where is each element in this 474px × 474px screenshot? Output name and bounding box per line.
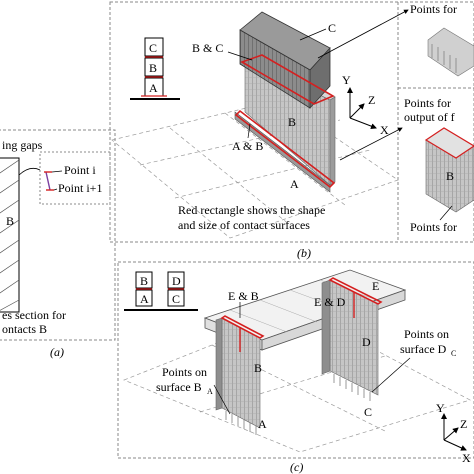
gap-segment bbox=[45, 171, 51, 191]
inset-top-text: Points for bbox=[410, 2, 457, 16]
stack-c-c: C bbox=[172, 292, 180, 306]
label-ed: E & D bbox=[314, 295, 346, 309]
leader-line bbox=[18, 167, 41, 176]
stack-icon-c: B A D C bbox=[124, 271, 198, 311]
inset-b-label: B bbox=[446, 169, 454, 183]
points-dc-line-2: surface D bbox=[400, 342, 447, 356]
contact-ab bbox=[234, 109, 336, 189]
block-b-label: B bbox=[6, 214, 14, 228]
axis-z-c: Z bbox=[460, 417, 467, 431]
stack-c-d: D bbox=[172, 274, 181, 288]
label-c-c: C bbox=[364, 405, 372, 419]
label-b-c: B bbox=[254, 361, 262, 375]
stack-b-b: B bbox=[149, 61, 157, 75]
label-bc: B & C bbox=[192, 41, 223, 55]
label-d-c: D bbox=[362, 335, 371, 349]
point-i1-leader bbox=[53, 188, 58, 191]
point-i-leader bbox=[51, 170, 63, 173]
inset-bottom-text: Points for bbox=[410, 220, 457, 234]
section-block bbox=[0, 157, 20, 313]
stack-icon-b: C B A bbox=[130, 37, 180, 100]
arrow-to-inset-mid bbox=[339, 127, 403, 161]
gap-inset bbox=[39, 151, 111, 205]
axes-b: Y Z X bbox=[342, 73, 389, 137]
caption-a: (a) bbox=[50, 345, 64, 359]
label-b-b: B bbox=[288, 115, 296, 129]
inset-mid-text-1: Points for bbox=[404, 96, 451, 110]
caption-b: (b) bbox=[297, 246, 311, 260]
panel-a-frame bbox=[0, 129, 116, 341]
axis-x-c: X bbox=[462, 451, 471, 465]
section-label-2: ontacts B bbox=[2, 322, 47, 336]
points-dc-sub: C bbox=[451, 349, 456, 358]
axis-z-b: Z bbox=[368, 93, 375, 107]
leader-ab bbox=[247, 123, 251, 139]
note-line-2: and size of contact surfaces bbox=[178, 218, 310, 232]
label-a-c: A bbox=[258, 417, 267, 431]
points-ba-label: Points on surface B A bbox=[156, 365, 231, 415]
axis-y-b: Y bbox=[342, 73, 351, 87]
gaps-label: ing gaps bbox=[2, 138, 43, 152]
points-ba-sub: A bbox=[207, 387, 213, 396]
inset-top: Points for bbox=[410, 2, 474, 77]
stack-b-c: C bbox=[149, 41, 157, 55]
stack-b-a: A bbox=[149, 81, 158, 95]
contact-bc bbox=[240, 54, 335, 105]
points-dc-label: Points on surface D C bbox=[371, 327, 456, 393]
points-dc-line-1: Points on bbox=[404, 327, 449, 341]
panel-c: B A D C bbox=[117, 261, 474, 474]
stack-c-a: A bbox=[140, 292, 149, 306]
leader-bc bbox=[227, 51, 253, 61]
panel-a: ing gaps B Point i Point i+1 es section … bbox=[0, 129, 116, 359]
points-ba-line-1: Points on bbox=[162, 365, 207, 379]
leader-c bbox=[299, 28, 327, 41]
section-label-1: es section for bbox=[2, 308, 66, 322]
contact-ed bbox=[328, 277, 383, 305]
section-hatch bbox=[0, 159, 20, 311]
arrow-to-inset-top bbox=[317, 9, 409, 59]
stack-c-b: B bbox=[140, 274, 148, 288]
point-spikes bbox=[225, 374, 371, 435]
inset-mid: Points for output of f B Points for bbox=[404, 96, 474, 234]
axis-x-b: X bbox=[380, 123, 389, 137]
panel-b-frame bbox=[109, 1, 474, 243]
wall-d-c bbox=[321, 279, 379, 396]
contact-eb bbox=[220, 315, 265, 339]
caption-c: (c) bbox=[290, 460, 303, 474]
label-eb: E & B bbox=[228, 289, 259, 303]
panel-b: C B A C bbox=[109, 1, 474, 260]
inset-mid-text-2: output of f bbox=[404, 110, 455, 124]
point-i-label: Point i bbox=[64, 163, 96, 177]
label-a-b: A bbox=[290, 177, 299, 191]
label-c-b: C bbox=[328, 21, 336, 35]
note-line-1: Red rectangle shows the shape bbox=[178, 203, 325, 217]
points-ba-line-2: surface B bbox=[156, 380, 202, 394]
label-ab: A & B bbox=[232, 139, 263, 153]
wall-b-c bbox=[215, 317, 261, 429]
axis-y-c: Y bbox=[436, 401, 445, 415]
axes-c: Y Z X bbox=[436, 401, 471, 465]
panel-c-frame bbox=[117, 261, 474, 459]
point-i1-label: Point i+1 bbox=[58, 181, 102, 195]
block-c bbox=[239, 11, 331, 110]
label-e: E bbox=[372, 279, 379, 293]
